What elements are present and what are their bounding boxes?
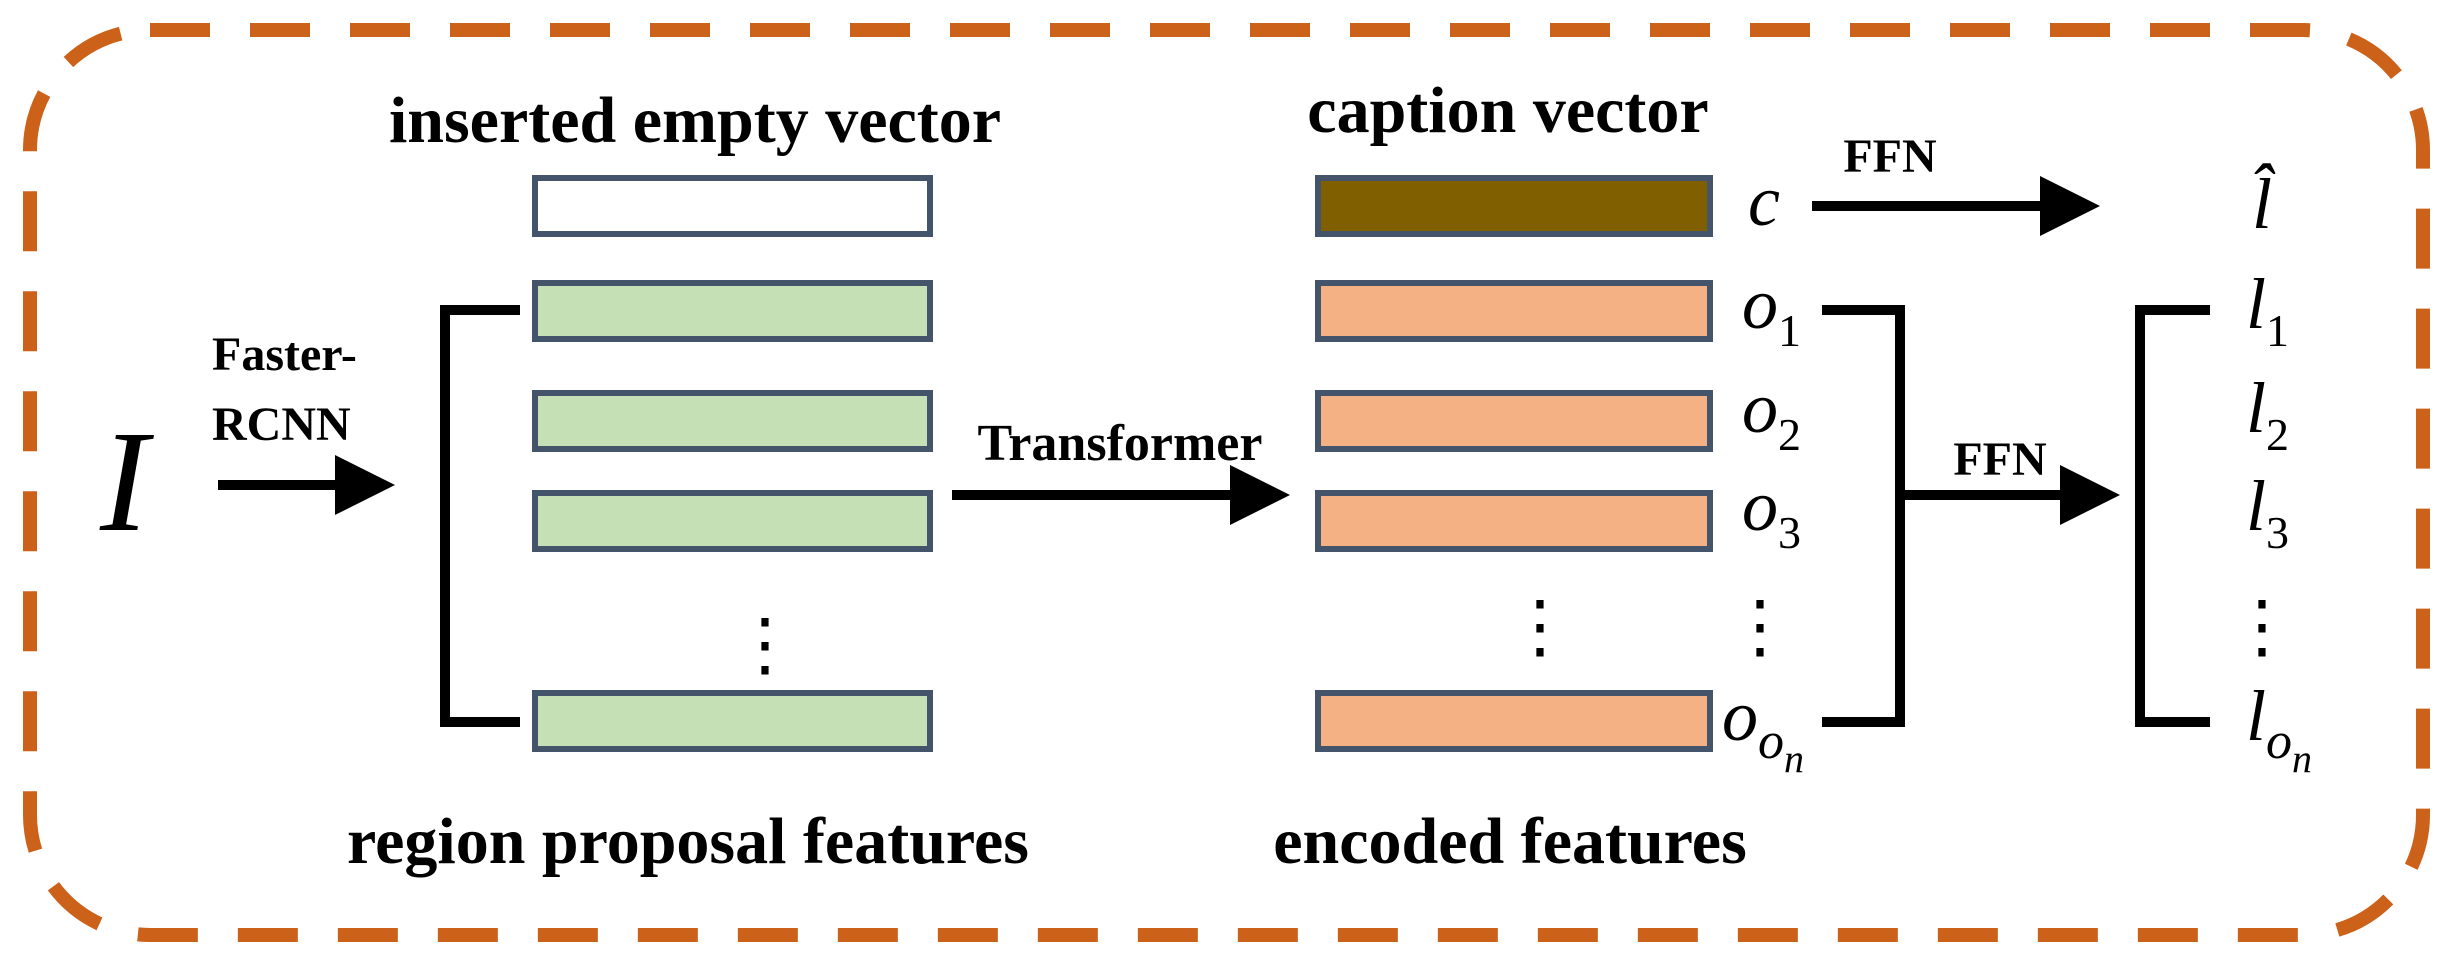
o-on-symbol: oon (1722, 676, 1804, 781)
region-feature-box-n (532, 690, 933, 752)
l3-symbol: l3 (2246, 466, 2289, 558)
faster-rcnn-label-line2: RCNN (212, 398, 351, 451)
l1-base: l (2246, 264, 2266, 344)
o2-symbol: o2 (1742, 368, 1801, 460)
inserted-empty-vector-label: inserted empty vector (389, 84, 1001, 157)
caption-symbol: c (1748, 161, 1780, 241)
inserted-empty-vector-box (532, 175, 933, 237)
o-on-sub-o: o (1758, 713, 1784, 770)
l-on-sub-n: n (2292, 736, 2312, 781)
l-hat-symbol: l̂ (2252, 163, 2275, 244)
o3-subscript: 3 (1778, 507, 1801, 558)
l1-symbol: l1 (2246, 264, 2289, 356)
l-vdots: ⋮ (2227, 589, 2297, 666)
o1-base: o (1742, 264, 1778, 344)
transformer-label: Transformer (978, 415, 1263, 472)
ffn-top-label: FFN (1843, 130, 1937, 183)
l3-subscript: 3 (2266, 507, 2289, 558)
l-on-symbol: lon (2246, 676, 2312, 781)
l3-base: l (2246, 466, 2266, 546)
ffn-bottom-label: FFN (1953, 433, 2047, 486)
o3-base: o (1742, 466, 1778, 546)
encoded-feature-box-3 (1315, 490, 1713, 552)
encoded-feature-box-2 (1315, 390, 1713, 452)
o1-subscript: 1 (1778, 305, 1801, 356)
o2-subscript: 2 (1778, 409, 1801, 460)
region-feature-box-3 (532, 490, 933, 552)
encoded-features-vdots: ⋮ (1505, 589, 1575, 666)
caption-vector-box (1315, 175, 1713, 237)
region-proposal-features-label: region proposal features (347, 805, 1029, 878)
l2-base: l (2246, 368, 2266, 448)
encoded-feature-box-n (1315, 690, 1713, 752)
o-on-base: o (1722, 676, 1758, 756)
encoded-features-bracket (1822, 305, 1905, 727)
region-feature-box-2 (532, 390, 933, 452)
l-on-sub-o: o (2266, 713, 2292, 770)
input-image-symbol: I (99, 402, 154, 562)
o1-symbol: o1 (1742, 264, 1801, 356)
o-vdots: ⋮ (1725, 589, 1795, 666)
l2-subscript: 2 (2266, 409, 2289, 460)
l2-symbol: l2 (2246, 368, 2289, 460)
faster-rcnn-label-line1: Faster- (212, 328, 357, 381)
region-features-vdots: ⋮ (730, 607, 800, 684)
o2-base: o (1742, 368, 1778, 448)
encoded-features-label: encoded features (1273, 805, 1747, 878)
l1-subscript: 1 (2266, 305, 2289, 356)
o3-symbol: o3 (1742, 466, 1801, 558)
dashed-border (23, 23, 2430, 942)
region-feature-box-1 (532, 280, 933, 342)
caption-vector-label: caption vector (1307, 74, 1708, 147)
encoded-feature-box-1 (1315, 280, 1713, 342)
l-on-base: l (2246, 676, 2266, 756)
output-bracket (2135, 305, 2210, 727)
o-on-sub-n: n (1784, 736, 1804, 781)
region-features-bracket (440, 305, 520, 727)
